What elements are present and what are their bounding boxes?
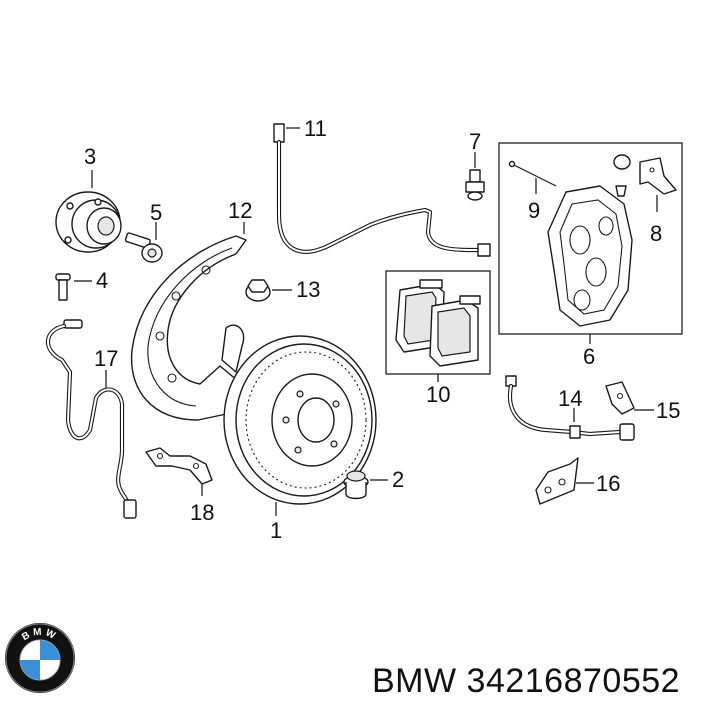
wheel-speed-sensor	[45, 319, 137, 519]
callout-2: 2	[392, 467, 404, 492]
callout-5: 5	[150, 200, 162, 225]
svg-text:BMW: BMW	[20, 627, 59, 643]
callout-9: 9	[528, 198, 540, 223]
wheel-hub	[55, 191, 122, 253]
callout-4: 4	[96, 268, 108, 293]
part-label: BMW 34216870552	[372, 662, 680, 701]
part-number: 34216870552	[466, 662, 681, 700]
callout-13: 13	[296, 277, 320, 302]
front-wear-sensor	[273, 123, 491, 257]
callout-16: 16	[596, 471, 620, 496]
callout-15: 15	[656, 398, 680, 423]
bmw-logo-icon: BMW	[5, 623, 75, 693]
callout-18: 18	[190, 500, 214, 525]
shield-bolt	[245, 279, 271, 302]
brake-caliper	[547, 185, 633, 327]
callout-12: 12	[228, 198, 252, 223]
bleeder-screw	[465, 169, 485, 201]
callout-8: 8	[650, 221, 662, 246]
hub-bolt	[124, 232, 163, 263]
wheel-bolt	[55, 273, 71, 301]
pad-spring-clip	[613, 154, 677, 197]
sensor-bracket	[145, 447, 213, 485]
brake-pads	[395, 279, 481, 367]
callout-3: 3	[84, 144, 96, 169]
callout-1: 1	[270, 518, 282, 543]
callout-6: 6	[583, 344, 595, 369]
callout-10: 10	[426, 382, 450, 407]
rear-wear-sensor	[505, 375, 635, 441]
cable-holder	[605, 381, 635, 415]
brake-disc	[223, 335, 377, 505]
callout-11: 11	[304, 116, 327, 141]
brake-dust-shield	[130, 235, 247, 421]
guide-pin	[508, 160, 557, 187]
disc-screw	[343, 470, 369, 500]
callout-14: 14	[558, 386, 582, 411]
callout-7: 7	[469, 129, 481, 154]
bracket-plate	[535, 457, 579, 505]
brand-name: BMW	[372, 662, 457, 700]
callout-17: 17	[94, 346, 118, 371]
